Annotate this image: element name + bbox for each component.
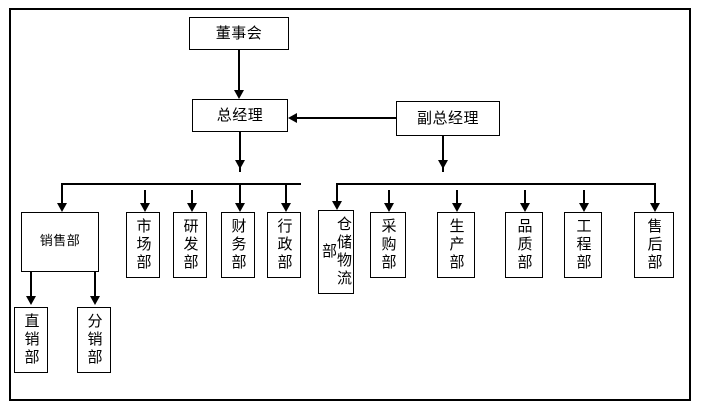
- drop-to-production: [456, 190, 458, 206]
- drop-to-quality: [524, 190, 526, 206]
- node-direct-sales[interactable]: 直销部: [14, 307, 48, 373]
- node-marketing[interactable]: 市场部: [126, 212, 160, 278]
- drop-to-finance: [239, 183, 241, 206]
- drop-to-direct-sales-arrow: [26, 296, 36, 305]
- drop-to-sales-arrow: [57, 203, 67, 212]
- node-warehouse-logistics-label: 仓储物流部: [320, 216, 353, 288]
- drop-to-sales: [61, 183, 63, 206]
- node-quality[interactable]: 品质部: [505, 212, 543, 278]
- node-quality-label: 品质部: [515, 218, 534, 272]
- drop-to-direct-sales: [30, 272, 32, 300]
- edge-deputy-to-gm-arrow: [288, 113, 297, 123]
- node-finance-label: 财务部: [229, 218, 248, 272]
- node-deputy-general-manager-label: 副总经理: [416, 108, 479, 127]
- node-purchasing[interactable]: 采购部: [370, 212, 406, 278]
- node-production-label: 生产部: [447, 218, 466, 272]
- node-production[interactable]: 生产部: [437, 212, 475, 278]
- node-finance[interactable]: 财务部: [221, 212, 255, 278]
- node-distribution-label: 分销部: [85, 313, 104, 367]
- node-board-label: 董事会: [215, 23, 263, 42]
- right-group-bus: [336, 183, 656, 185]
- edge-deputy-to-bus-line: [442, 136, 444, 172]
- node-direct-sales-label: 直销部: [22, 313, 41, 367]
- edge-gm-to-bus-line: [239, 132, 241, 172]
- node-after-sales[interactable]: 售后部: [634, 212, 674, 278]
- node-after-sales-label: 售后部: [645, 218, 664, 272]
- drop-to-warehouse-arrow: [332, 201, 342, 210]
- drop-to-after-sales: [654, 183, 656, 206]
- node-warehouse-logistics[interactable]: 仓储物流部: [318, 210, 354, 294]
- edge-deputy-to-gm-line: [297, 117, 396, 119]
- node-general-manager-label: 总经理: [216, 105, 264, 124]
- edge-deputy-to-bus-arrow: [438, 160, 448, 169]
- drop-to-engineering-arrow: [579, 203, 589, 212]
- node-rnd-label: 研发部: [181, 218, 200, 272]
- node-admin-label: 行政部: [275, 218, 294, 272]
- node-marketing-label: 市场部: [134, 218, 153, 272]
- drop-to-distribution: [94, 272, 96, 300]
- drop-to-production-arrow: [452, 203, 462, 212]
- drop-to-quality-arrow: [520, 203, 530, 212]
- drop-to-finance-arrow: [235, 203, 245, 212]
- drop-to-marketing: [144, 190, 146, 206]
- node-engineering-label: 工程部: [574, 218, 593, 272]
- node-engineering[interactable]: 工程部: [564, 212, 602, 278]
- edge-gm-to-bus-arrow: [235, 160, 245, 169]
- node-distribution[interactable]: 分销部: [77, 307, 111, 373]
- drop-to-purchasing: [388, 190, 390, 206]
- drop-to-admin-arrow: [281, 203, 291, 212]
- edge-board-to-gm-arrow: [234, 90, 244, 99]
- drop-to-marketing-arrow: [140, 203, 150, 212]
- node-general-manager[interactable]: 总经理: [192, 99, 288, 132]
- node-rnd[interactable]: 研发部: [173, 212, 207, 278]
- drop-to-after-sales-arrow: [650, 203, 660, 212]
- node-board[interactable]: 董事会: [189, 17, 289, 50]
- drop-to-warehouse: [336, 183, 338, 206]
- drop-to-rnd-arrow: [187, 203, 197, 212]
- node-purchasing-label: 采购部: [379, 218, 398, 272]
- node-deputy-general-manager[interactable]: 副总经理: [396, 101, 500, 136]
- edge-board-to-gm-line: [238, 50, 240, 92]
- drop-to-engineering: [583, 190, 585, 206]
- drop-to-admin: [285, 183, 287, 206]
- diagram-frame: [9, 8, 691, 401]
- drop-to-rnd: [191, 190, 193, 206]
- drop-to-distribution-arrow: [90, 296, 100, 305]
- node-sales[interactable]: 销售部: [21, 212, 99, 272]
- drop-to-purchasing-arrow: [384, 203, 394, 212]
- node-sales-label: 销售部: [39, 234, 81, 250]
- left-group-bus: [61, 183, 301, 185]
- node-admin[interactable]: 行政部: [267, 212, 301, 278]
